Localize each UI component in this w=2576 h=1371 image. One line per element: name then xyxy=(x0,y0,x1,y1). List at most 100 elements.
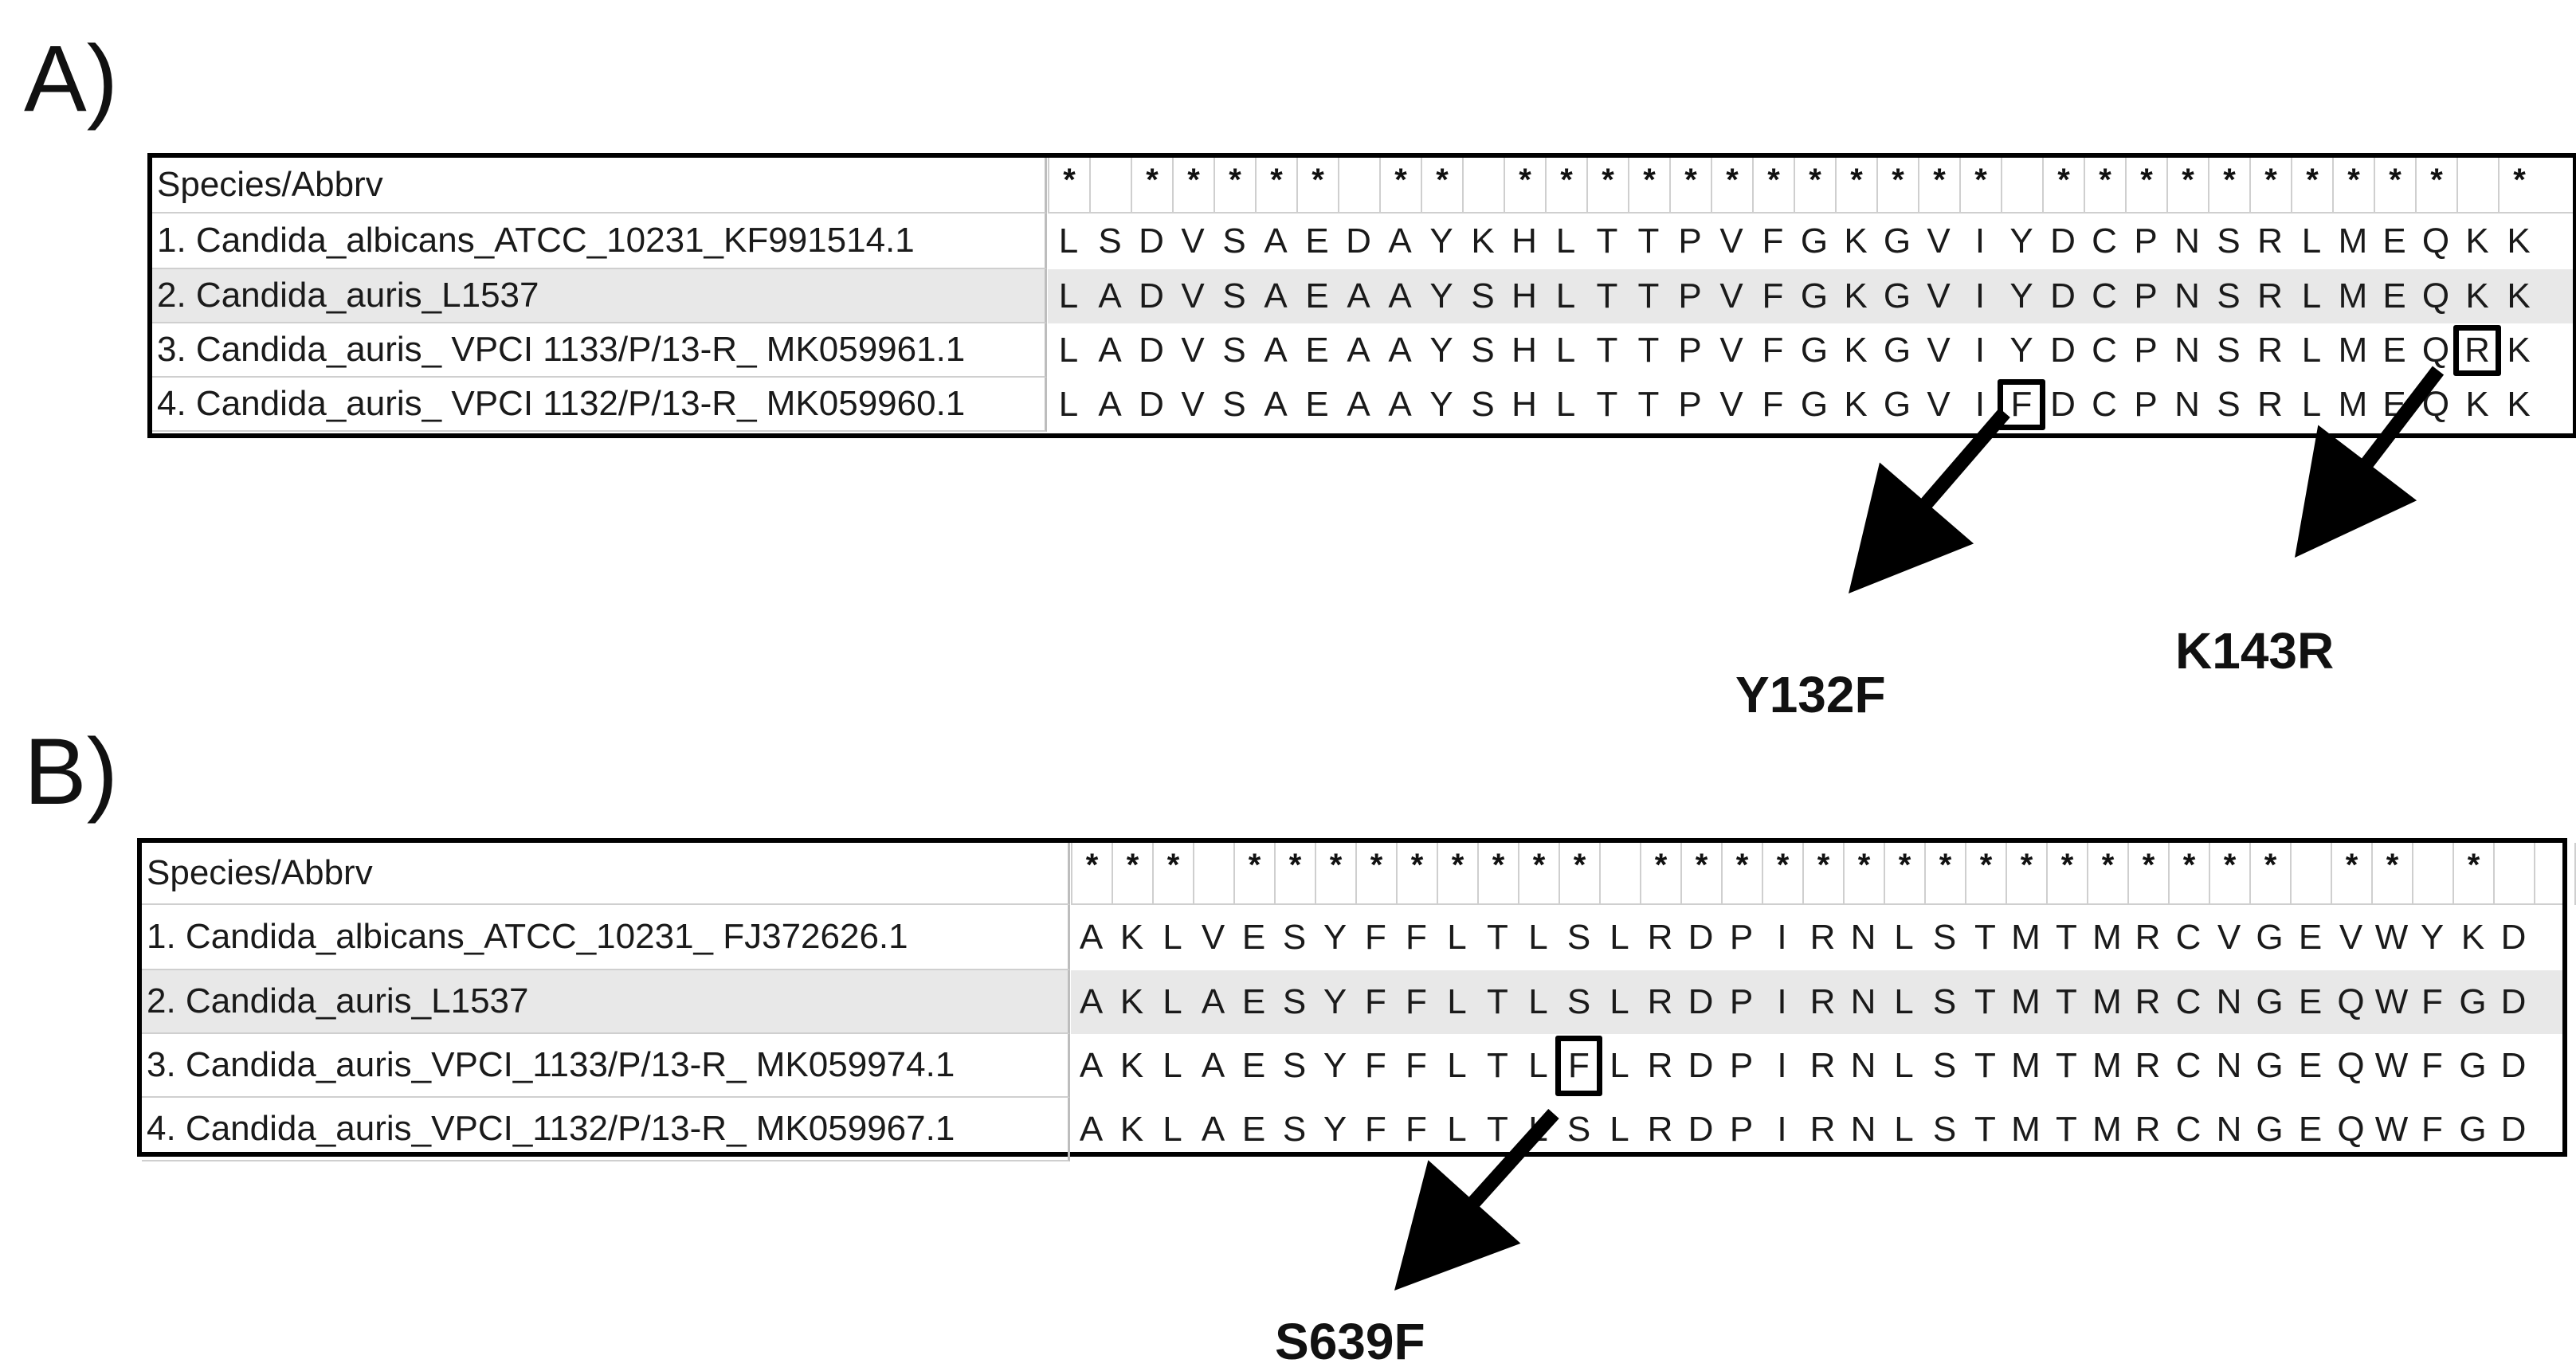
consensus-mark: * xyxy=(2374,158,2415,213)
residue: S xyxy=(1222,276,1246,315)
residue: Y xyxy=(1323,1046,1347,1085)
species-name: 1. Candida_albicans_ATCC_10231_KF991514.… xyxy=(152,213,1047,269)
residue: N xyxy=(1850,982,1876,1021)
residue: L xyxy=(2301,221,2322,260)
residue: A xyxy=(1347,385,1370,424)
residue: D xyxy=(1139,331,1164,370)
residue: S xyxy=(2217,276,2241,315)
residue: T xyxy=(1487,1110,1508,1149)
species-name: 2. Candida_auris_L1537 xyxy=(152,269,1047,323)
residue: P xyxy=(1678,221,1702,260)
residue: G xyxy=(2256,918,2284,957)
residue: F xyxy=(1365,1046,1386,1085)
residue: Q xyxy=(2337,1110,2365,1149)
residue: S xyxy=(1932,1046,1957,1085)
residue: R xyxy=(1647,1046,1673,1085)
species-header: Species/Abbrv xyxy=(152,158,1047,213)
residue: A xyxy=(1079,1046,1104,1085)
species-name: 3. Candida_auris_VPCI_1133/P/13-R_ MK059… xyxy=(142,1034,1070,1098)
residue: Q xyxy=(2337,1046,2365,1085)
residue: S xyxy=(1566,982,1591,1021)
mutation-highlight-box xyxy=(2453,325,2501,376)
residue: K xyxy=(1471,221,1495,260)
residue: G xyxy=(1883,276,1911,315)
residue: A xyxy=(1388,276,1412,315)
residue: P xyxy=(1729,982,1754,1021)
consensus-mark: * xyxy=(1802,843,1843,905)
residue: S xyxy=(1471,276,1495,315)
residue: C xyxy=(2175,918,2202,957)
residue: V xyxy=(1927,276,1951,315)
residue: K xyxy=(1119,1110,1144,1149)
consensus-mark: * xyxy=(1274,843,1315,905)
residue: L xyxy=(1528,918,1548,957)
residue: L xyxy=(1163,1046,1182,1085)
residue: P xyxy=(1729,918,1754,957)
consensus-mark: * xyxy=(1965,843,2006,905)
consensus-mark: * xyxy=(2087,843,2127,905)
residue: L xyxy=(1528,982,1548,1021)
residue: K xyxy=(2507,331,2531,370)
consensus-mark: * xyxy=(2332,158,2374,213)
residue: P xyxy=(1729,1046,1754,1085)
residue: A xyxy=(1201,1110,1225,1149)
residue: R xyxy=(1647,982,1673,1021)
residue: L xyxy=(1163,918,1182,957)
residue: T xyxy=(1596,221,1618,260)
residue: S xyxy=(2217,221,2241,260)
residue: L xyxy=(1447,982,1467,1021)
residue: E xyxy=(1305,331,1329,370)
panel-label: A) xyxy=(24,26,118,131)
consensus-mark: * xyxy=(2046,843,2087,905)
residue: E xyxy=(1305,221,1329,260)
residue: F xyxy=(1762,221,1784,260)
residue: T xyxy=(2056,1046,2077,1085)
consensus-mark xyxy=(2290,843,2331,905)
residue: Y xyxy=(1323,918,1347,957)
residue: F xyxy=(1762,331,1784,370)
mutation-arrow xyxy=(1394,1109,1559,1291)
residue: L xyxy=(2301,276,2322,315)
residue: H xyxy=(1511,276,1537,315)
consensus-mark xyxy=(2412,843,2452,905)
residue: K xyxy=(2507,221,2531,260)
residue: L xyxy=(1555,331,1576,370)
mutation-label: Y132F xyxy=(1735,666,1886,723)
residue: D xyxy=(1346,221,1371,260)
residue: S xyxy=(1222,221,1246,260)
residue: R xyxy=(2135,918,2161,957)
residue: A xyxy=(1264,276,1288,315)
residue: G xyxy=(2256,1110,2284,1149)
residue: F xyxy=(1365,1110,1386,1149)
residue: E xyxy=(2298,1110,2323,1149)
residue: L xyxy=(1447,918,1467,957)
consensus-row: ******************************** xyxy=(1071,843,2576,905)
residue: C xyxy=(2175,982,2202,1021)
residue: V xyxy=(1719,385,1743,424)
residue: R xyxy=(1809,982,1836,1021)
residue: D xyxy=(2050,331,2076,370)
residue: D xyxy=(2500,1046,2527,1085)
consensus-mark: * xyxy=(1924,843,1965,905)
consensus-mark: * xyxy=(2084,158,2125,213)
residue: N xyxy=(2174,221,2200,260)
residue: L xyxy=(1528,1046,1548,1085)
residue: G xyxy=(1800,331,1829,370)
consensus-mark: * xyxy=(1315,843,1355,905)
consensus-mark: * xyxy=(1152,843,1193,905)
residue: G xyxy=(1883,221,1911,260)
residue: N xyxy=(2174,385,2200,424)
residue: Q xyxy=(2337,982,2365,1021)
consensus-mark xyxy=(2456,158,2498,213)
residue: I xyxy=(1974,385,1986,424)
residue: V xyxy=(1181,221,1205,260)
residue: E xyxy=(2298,918,2323,957)
residue: R xyxy=(2257,276,2283,315)
residue: S xyxy=(1222,331,1246,370)
consensus-mark: * xyxy=(2291,158,2332,213)
